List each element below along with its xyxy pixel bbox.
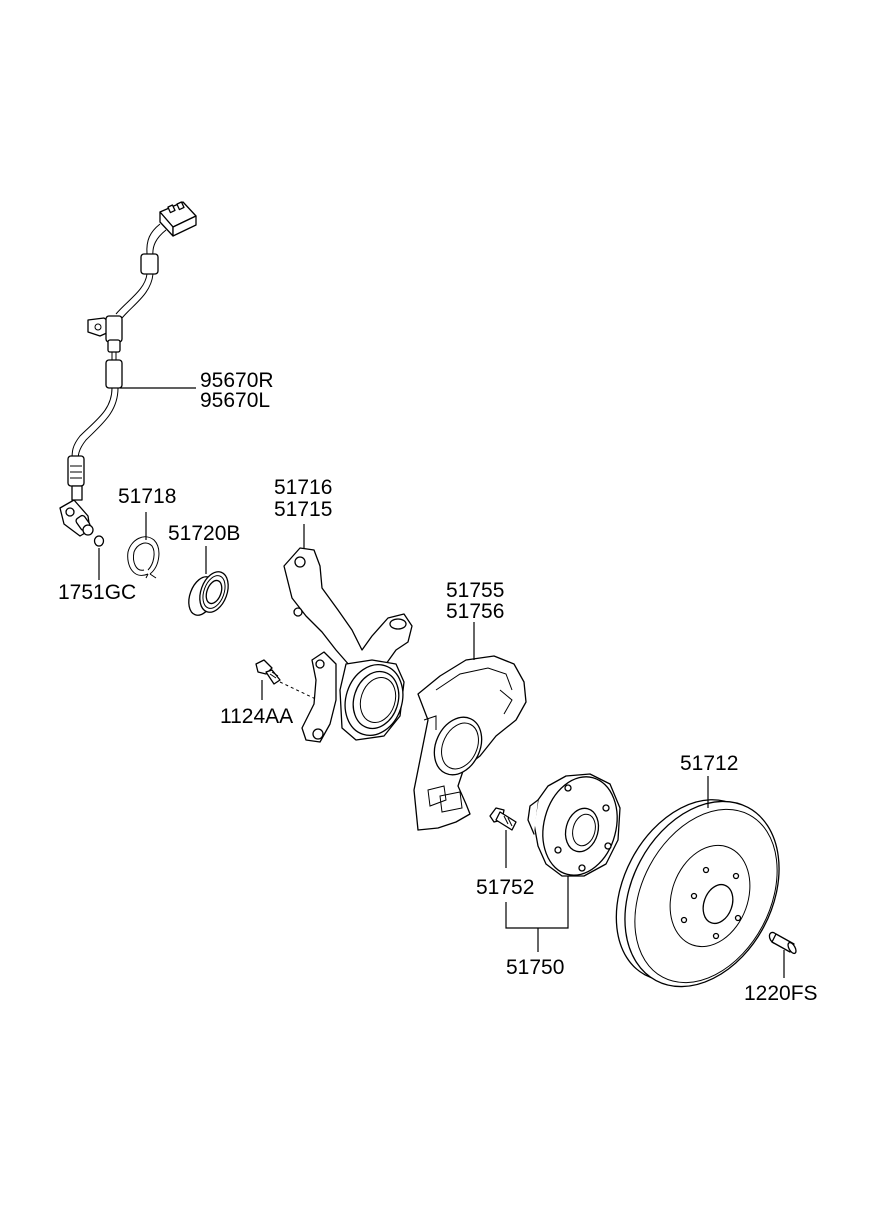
wheel-hub (527, 773, 621, 877)
knuckle-bolt (255, 659, 281, 685)
label-95670L: 95670L (200, 389, 270, 412)
label-51716: 51716 (274, 476, 332, 499)
hub-bolt (489, 807, 517, 831)
bearing (188, 571, 229, 616)
snap-ring (127, 536, 160, 579)
label-51752: 51752 (476, 876, 534, 899)
label-95670R: 95670R (200, 369, 274, 392)
label-51715: 51715 (274, 498, 332, 521)
o-ring (93, 535, 105, 547)
label-51756: 51756 (446, 600, 504, 623)
sensor-connector (159, 201, 197, 237)
label-51750: 51750 (506, 956, 564, 979)
steering-knuckle (283, 547, 413, 743)
label-1751GC: 1751GC (58, 581, 136, 604)
label-51712: 51712 (680, 752, 738, 775)
label-1220FS: 1220FS (744, 982, 818, 1005)
dust-cover (413, 655, 527, 831)
sensor-head (59, 499, 94, 537)
label-51720B: 51720B (168, 522, 240, 545)
wheel-speed-sensor (59, 201, 197, 537)
label-51755: 51755 (446, 579, 504, 602)
disc-screw (768, 931, 797, 955)
leader-lines (98, 387, 785, 978)
brake-disc (615, 799, 780, 988)
label-1124AA: 1124AA (220, 705, 293, 728)
label-51718: 51718 (118, 485, 176, 508)
